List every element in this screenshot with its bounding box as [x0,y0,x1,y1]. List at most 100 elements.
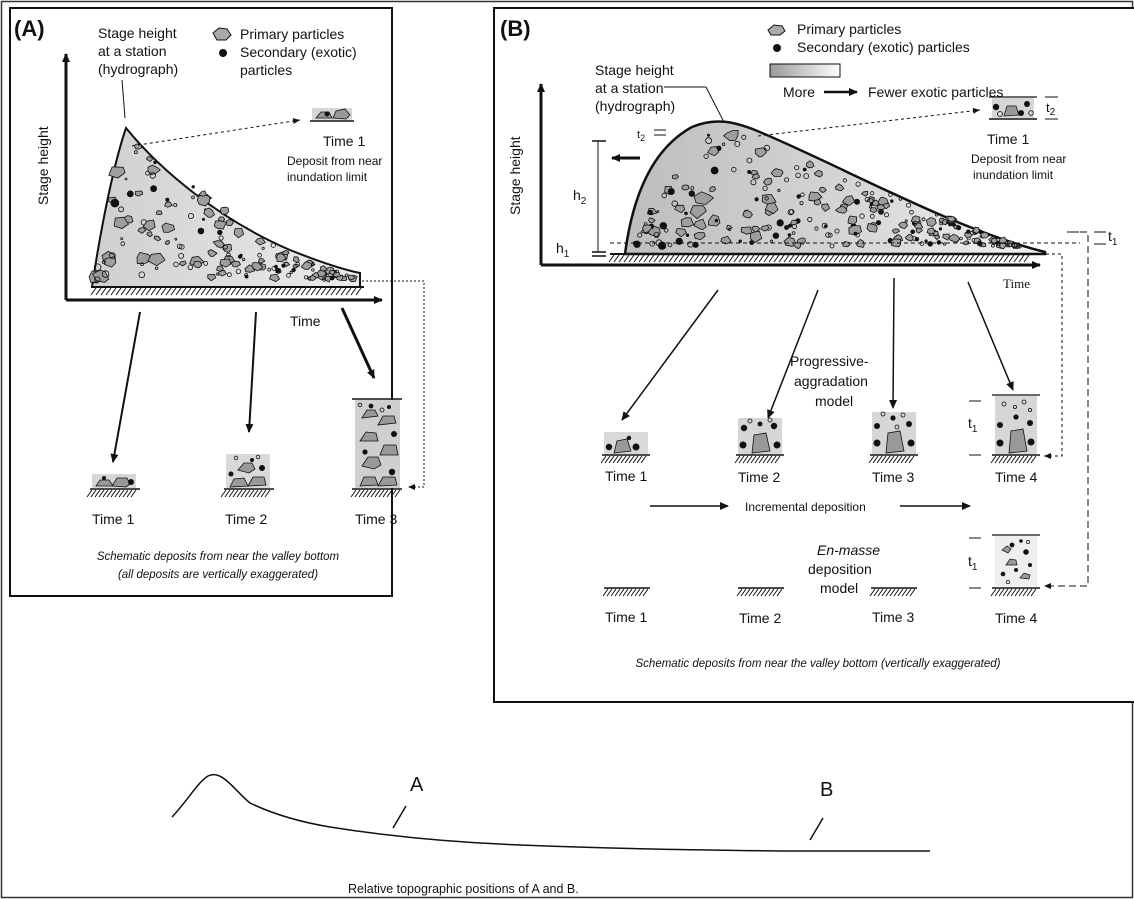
deposit-hatch-mark [774,455,781,464]
small-particle [909,209,914,215]
deposit-hatch-mark [772,588,779,597]
deposit-hatch-mark [736,588,743,597]
ground-hatch-b-mark [608,254,615,263]
small-particle [344,273,349,277]
small-particle [791,231,796,235]
secondary-particle [956,225,962,231]
primary-particle [155,210,163,216]
secondary-particle [126,190,134,198]
secondary-particle [291,267,296,273]
small-particle [721,142,726,146]
ground-hatch-mark [235,287,242,296]
small-particle [690,186,695,190]
primary-particle [671,174,679,180]
small-particle [653,231,660,238]
ground-hatch-b-mark [958,254,965,263]
small-particle [888,192,893,197]
ground-hatch-mark [275,287,282,296]
deposit-hatch-mark [1002,588,1009,597]
h1-label: h1 [556,240,570,260]
ground-hatch-mark [185,287,192,296]
arrow-to-time1 [110,311,141,463]
secondary-particle [854,198,860,205]
secondary-particle [659,222,667,230]
ground-hatch-b-mark [948,254,955,263]
primary-particle [834,205,848,214]
small-particle [1011,243,1016,248]
deposit-hatch-mark [252,489,259,498]
deposit-hatch-mark [366,489,373,498]
small-particle [203,260,209,266]
ground-hatch-mark [140,287,147,296]
small-particle [118,206,124,213]
primary-particle [217,269,228,277]
caption-a-line1: Schematic deposits from near the valley … [97,551,340,563]
primary-particle [300,261,312,270]
model2-line2: deposition [808,561,872,577]
primary-particle [947,216,956,223]
primary-particle [754,147,767,158]
small-particle [154,266,159,270]
deposit-hatch-mark [900,455,907,464]
model1-line1: Progressive- [790,353,869,369]
ground-hatch-b-mark [623,254,630,263]
small-particle [978,242,983,247]
ground-hatch-b-mark [663,254,670,263]
primary-particle [890,238,902,248]
ground-hatch-b-mark [833,254,840,263]
primary-particle [230,260,241,268]
inset-a-note-line1: Deposit from near [287,154,382,168]
secondary-particle [938,227,943,231]
ground-hatch-mark [260,287,267,296]
ground-hatch-mark [310,287,317,296]
primary-particle [760,225,770,232]
inset-a-time: Time 1 [323,133,365,149]
ground-hatch-b-mark [688,254,695,263]
deposit-hatch-mark [888,455,895,464]
secondary-particle [914,237,920,242]
deposit-hatch-mark [638,588,645,597]
small-particle [94,276,101,283]
deposit-hatch-mark [760,588,767,597]
small-particle [140,262,144,267]
deposit-hatch-mark [897,588,904,597]
ground-hatch-b-mark [1008,254,1015,263]
ground-hatch-mark [340,287,347,296]
deposit-hatch-mark [1014,588,1021,597]
small-particle [777,188,781,192]
tail-to-time3-leader [362,280,425,490]
deposit-hatch-mark [734,455,741,464]
leader-to-time4-row1 [1044,253,1063,459]
ground-hatch-b-mark [963,254,970,263]
small-particle [855,181,861,187]
model2-line3: model [820,580,858,596]
ground-hatch-b-mark [678,254,685,263]
ground-hatch-b-mark [773,254,780,263]
deposit-hatch-mark [610,588,617,597]
ground-hatch-b-mark [923,254,930,263]
ground-hatch-mark [335,287,342,296]
caption-b: Schematic deposits from near the valley … [636,658,1001,670]
ground-hatch-b-mark [798,254,805,263]
primary-particle [926,227,936,235]
secondary-particle [754,197,759,202]
deposit-hatch-mark [394,489,401,498]
ground-hatch-b-mark [838,254,845,263]
small-particle [996,241,1000,246]
stage-note-line3: (hydrograph) [98,61,178,77]
primary-particle [689,205,707,220]
deposit-b-row1-time1 [602,432,650,456]
deposit-hatch-mark [768,588,775,597]
primary-particle [328,269,336,275]
small-particle [727,227,732,232]
ground-hatch-mark [245,287,252,296]
small-particle [295,262,301,267]
primary-particle [925,216,937,228]
deposit-hatch-mark [1026,455,1033,464]
ground-hatch-b-mark [988,254,995,263]
panel-b: (B) Primary particles Secondary (exotic)… [493,7,1134,703]
small-particle [671,200,678,207]
secondary-particle [802,167,807,172]
secondary-particle [684,211,688,216]
